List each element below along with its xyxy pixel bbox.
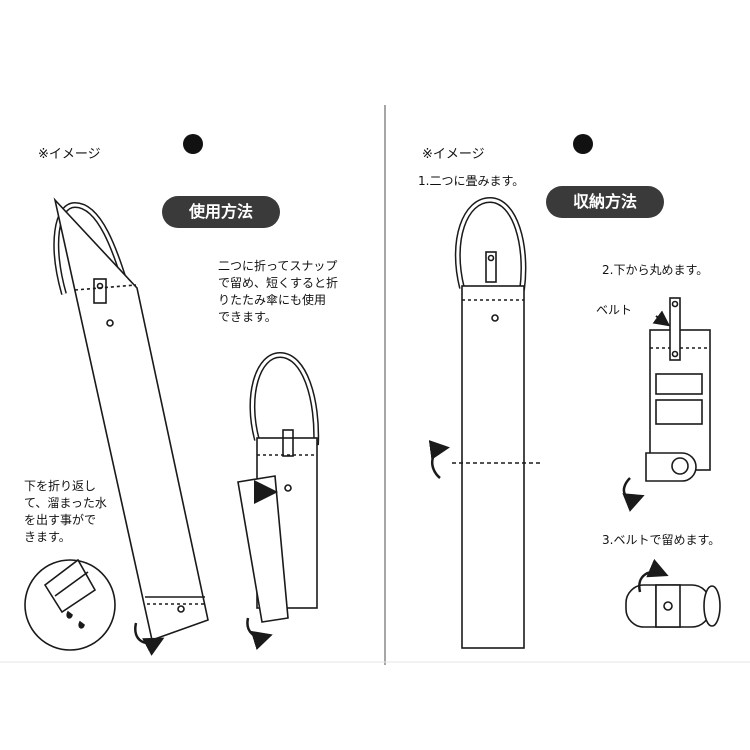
rotate-arrow-right-3: [638, 558, 669, 593]
rotate-arrow-left-1: [134, 622, 165, 656]
belt-pointer-arrow: [652, 310, 671, 327]
step2-text: 2.下から丸めます。: [602, 263, 709, 277]
folded-cover-illustration: [237, 351, 320, 623]
hole-right: [573, 134, 593, 154]
right-title-storage: 収納方法: [546, 186, 664, 218]
usage-line: りたたみ傘にも使用: [218, 293, 327, 307]
right-image-note: ※イメージ: [422, 147, 485, 162]
usage-line: 二つに折ってスナップ: [218, 259, 338, 273]
step2-roll-illustration: [645, 297, 711, 482]
drain-line: て、溜まった水: [24, 496, 107, 510]
left-image-note: ※イメージ: [38, 147, 101, 162]
usage-line: で留め、短くすると折: [218, 276, 339, 290]
step1-text: 1.二つに畳みます。: [418, 174, 525, 188]
rotate-arrow-right-1: [428, 440, 450, 479]
drain-line: きます。: [24, 530, 71, 544]
drain-detail-illustration: [24, 558, 116, 651]
left-title-usage: 使用方法: [162, 196, 280, 228]
rotate-arrow-right-2: [622, 477, 645, 512]
hole-left: [183, 134, 203, 154]
usage-line: できます。: [218, 310, 277, 324]
step3-roll-illustration: [625, 584, 721, 628]
drain-line: 下を折り返し: [24, 479, 97, 493]
long-cover-illustration: [53, 197, 209, 642]
step1-cover-illustration: [452, 196, 540, 649]
belt-label: ベルト: [596, 303, 633, 317]
drain-line: を出す事がで: [24, 513, 97, 527]
step3-text: 3.ベルトで留めます。: [602, 533, 721, 547]
rotate-arrow-left-2: [246, 617, 273, 650]
